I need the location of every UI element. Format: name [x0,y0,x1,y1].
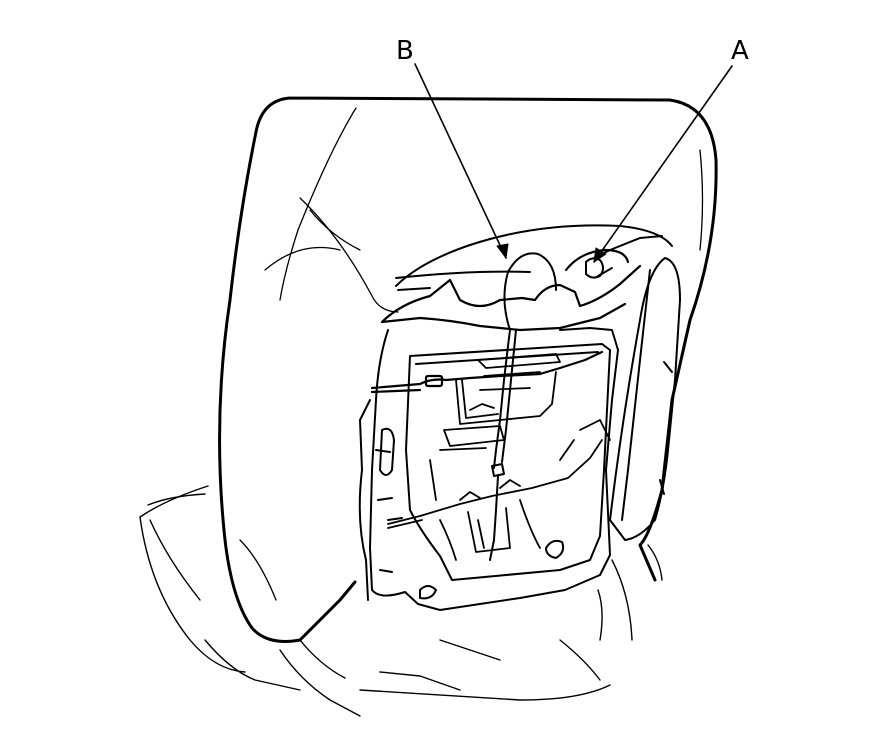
cover-contours [239,107,704,601]
cable-b [489,252,557,561]
leader-arrow-b [496,243,509,259]
leader-line-b [414,63,507,259]
seat-body-lines [139,485,663,717]
upper-bracket [380,248,642,332]
top-padding [395,224,673,291]
leader-line-a [593,65,733,263]
right-side-rail [609,257,681,541]
seat-back-cover [218,96,718,643]
callout-label-b: B [396,36,414,66]
callout-label-a: A [731,36,749,66]
leader-arrow-a [593,247,607,263]
upper-wire [370,350,604,394]
seat-frame [358,327,619,611]
